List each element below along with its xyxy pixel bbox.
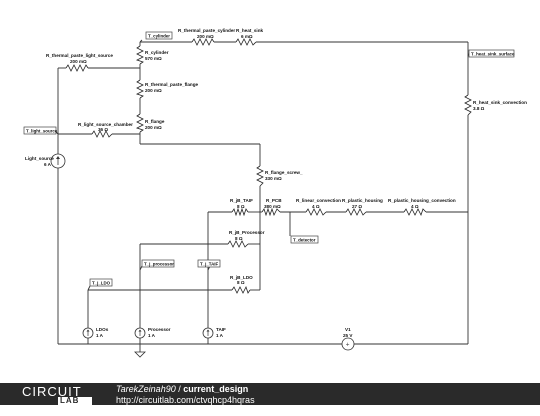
resistor-value: 6 mΩ	[241, 34, 253, 39]
resistor-value: 8 Ω	[237, 280, 245, 285]
source-value: 6 A	[44, 162, 52, 167]
ground-icon	[134, 351, 146, 358]
voltage-source-v1[interactable]: + V1 25 V	[341, 327, 355, 351]
resistor-value: 200 mΩ	[145, 125, 162, 130]
resistor-name: R_thermal_paste_light_source	[46, 53, 113, 58]
resistor-name: R_linear_convection	[296, 198, 341, 203]
tag-label: T_j_LDO	[92, 281, 111, 286]
svg-text:+: +	[346, 342, 350, 348]
resistor-name: R_PCB	[266, 198, 282, 203]
resistor-thermal-paste-light-source[interactable]: R_thermal_paste_light_source 200 mΩ	[46, 53, 113, 72]
source-name: Processor	[148, 327, 171, 332]
source-value: 25 V	[343, 333, 353, 338]
current-source-light-source[interactable]: Light_source 6 A	[25, 153, 66, 169]
source-name: Light_source	[25, 156, 54, 161]
tag-t-j-processor[interactable]: T_j_processor	[139, 259, 175, 271]
resistor-pcb[interactable]: R_PCB 380 mΩ	[261, 198, 282, 217]
resistor-value: 27 Ω	[352, 204, 362, 209]
wires	[57, 41, 469, 352]
logo-lab-text: LAB	[60, 396, 80, 405]
schematic-canvas[interactable]: R_thermal_paste_cylinder 200 mΩ R_heat_s…	[0, 0, 540, 383]
resistor-jb-ldo[interactable]: R_jB_LDO 8 Ω	[230, 275, 253, 294]
resistor-name: R_plastic_housing	[342, 198, 383, 203]
resistor-flange[interactable]: R_flange 200 mΩ	[135, 113, 165, 133]
source-name: TAIF	[216, 327, 226, 332]
source-name: V1	[345, 327, 351, 332]
design-name[interactable]: current_design	[183, 384, 249, 394]
resistor-heat-sink-convection[interactable]: R_heat_sink_convection 3.8 Ω	[464, 94, 527, 116]
resistor-value: 380 mΩ	[264, 204, 281, 209]
resistor-cylinder[interactable]: R_cylinder 570 mΩ	[135, 45, 169, 65]
tag-label: T_cylinder	[148, 34, 170, 39]
resistor-name: R_jB_Processor	[229, 230, 265, 235]
tag-t-j-ldo[interactable]: T_j_LDO	[87, 278, 113, 291]
resistor-name: R_light_source_chamber	[78, 122, 133, 127]
tag-t-j-taif[interactable]: T_j_TAIF	[197, 259, 221, 271]
resistor-flange-screw[interactable]: R_flange_screw_ 330 mΩ	[256, 165, 303, 187]
resistor-value: 200 mΩ	[70, 59, 87, 64]
resistor-value: 570 mΩ	[145, 56, 162, 61]
tag-t-cylinder[interactable]: T_cylinder	[139, 31, 173, 43]
resistor-plastic-housing-convection[interactable]: R_plastic_housing_convection 4 Ω	[388, 198, 456, 217]
resistor-value: 36 Ω	[98, 127, 108, 132]
resistor-name: R_jB_LDO	[230, 275, 253, 280]
resistor-name: R_jB_TAIF	[230, 198, 253, 203]
source-value: 1 A	[216, 333, 224, 338]
resistor-plastic-housing[interactable]: R_plastic_housing 27 Ω	[342, 198, 383, 216]
resistor-value: 4 Ω	[312, 204, 320, 209]
resistor-value: 330 mΩ	[265, 176, 282, 181]
resistor-name: R_cylinder	[145, 50, 169, 55]
current-source-ldos[interactable]: LDOs 1 A	[82, 327, 109, 339]
current-source-processor[interactable]: Processor 1 A	[134, 327, 171, 339]
resistor-name: R_heat_sink	[236, 28, 264, 33]
resistor-jb-processor[interactable]: R_jB_Processor 8 Ω	[227, 230, 265, 248]
resistor-thermal-paste-flange[interactable]: R_thermal_paste_flange 200 mΩ	[135, 79, 199, 99]
resistor-linear-convection[interactable]: R_linear_convection 4 Ω	[296, 198, 341, 216]
circuitlab-logo[interactable]: CIRCUIT	[22, 384, 82, 399]
resistor-value: 8 Ω	[237, 204, 245, 209]
resistor-name: R_flange_screw_	[265, 170, 303, 175]
tag-label: T_j_TAIF	[200, 262, 219, 267]
author-link[interactable]: TarekZeinah90	[116, 384, 176, 394]
tag-label: T_heat_sink_surface	[471, 52, 515, 57]
logo-lab-badge: LAB	[58, 396, 92, 405]
resistor-value: 8 Ω	[235, 236, 243, 241]
resistor-jb-taif[interactable]: R_jB_TAIF 8 Ω	[230, 198, 253, 217]
circuit-schematic: R_thermal_paste_cylinder 200 mΩ R_heat_s…	[23, 28, 527, 358]
resistor-light-source-chamber[interactable]: R_light_source_chamber 36 Ω	[78, 122, 133, 138]
resistor-heat-sink[interactable]: R_heat_sink 6 mΩ	[235, 28, 264, 46]
resistor-name: R_flange	[145, 119, 165, 124]
source-value: 1 A	[96, 333, 104, 338]
resistor-name: R_heat_sink_convection	[473, 100, 527, 105]
resistor-value: 4 Ω	[411, 204, 419, 209]
tag-label: T_light_source	[26, 129, 58, 134]
tag-t-detector[interactable]: T_detector	[290, 235, 319, 244]
resistor-value: 200 mΩ	[197, 34, 214, 39]
circuit-traces-icon	[22, 398, 56, 410]
tag-label: T_detector	[293, 238, 316, 243]
tag-t-light-source[interactable]: T_light_source	[23, 126, 59, 135]
footer-bar: CIRCUIT LAB TarekZeinah90 / current_desi…	[0, 383, 540, 410]
resistor-thermal-paste-cylinder[interactable]: R_thermal_paste_cylinder 200 mΩ	[178, 28, 235, 46]
tag-label: T_j_processor	[144, 262, 174, 267]
tag-t-heat-sink-surface[interactable]: T_heat_sink_surface	[467, 49, 515, 58]
source-value: 1 A	[148, 333, 156, 338]
resistor-value: 200 mΩ	[145, 88, 162, 93]
resistor-value: 3.8 Ω	[473, 106, 485, 111]
separator: /	[178, 384, 181, 394]
resistor-name: R_thermal_paste_cylinder	[178, 28, 235, 33]
resistor-name: R_plastic_housing_convection	[388, 198, 456, 203]
resistor-name: R_thermal_paste_flange	[145, 82, 199, 87]
design-url[interactable]: http://circuitlab.com/ctvqhcp4hqras	[116, 395, 255, 405]
design-credit: TarekZeinah90 / current_design	[116, 384, 248, 394]
current-source-taif[interactable]: TAIF 1 A	[202, 327, 226, 339]
source-name: LDOs	[96, 327, 109, 332]
